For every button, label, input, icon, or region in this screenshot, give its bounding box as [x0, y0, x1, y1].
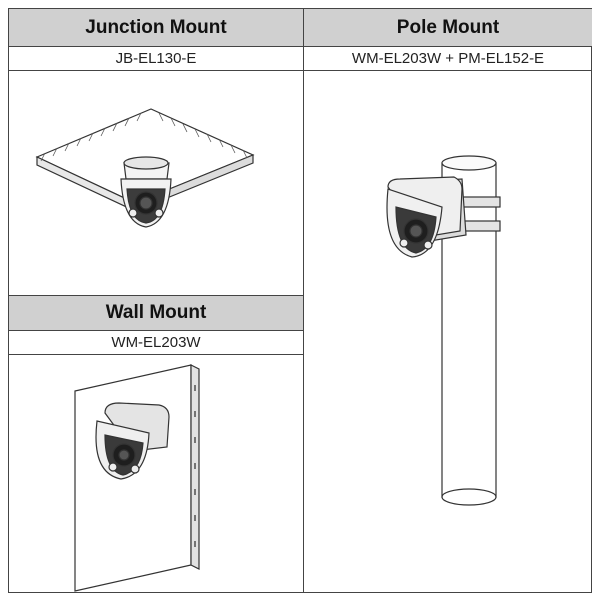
junction-mount-model-cell: JB-EL130-E: [9, 47, 303, 71]
wall-mount-model: WM-EL203W: [111, 334, 201, 351]
pole-mount-illustration: [386, 155, 501, 506]
junction-mount-header: Junction Mount: [9, 9, 303, 47]
pole-mount-title: Pole Mount: [396, 16, 500, 38]
wall-mount-title: Wall Mount: [105, 302, 207, 323]
pole-mount-model: WM-EL203W + PM-EL152-E: [351, 50, 545, 67]
junction-mount-model: JB-EL130-E: [115, 50, 197, 67]
pole-mount-header: Pole Mount: [304, 9, 592, 47]
junction-mount-title: Junction Mount: [85, 16, 227, 38]
column-divider: [303, 9, 304, 592]
wall-mount-model-cell: WM-EL203W: [9, 331, 303, 355]
junction-mount-illustration: [35, 108, 255, 228]
wall-mount-header: Wall Mount: [9, 295, 303, 331]
mount-table: Junction Mount JB-EL130-E Pole Mount WM-…: [8, 8, 592, 593]
pole-mount-model-cell: WM-EL203W + PM-EL152-E: [304, 47, 592, 71]
wall-mount-illustration: [74, 364, 200, 592]
